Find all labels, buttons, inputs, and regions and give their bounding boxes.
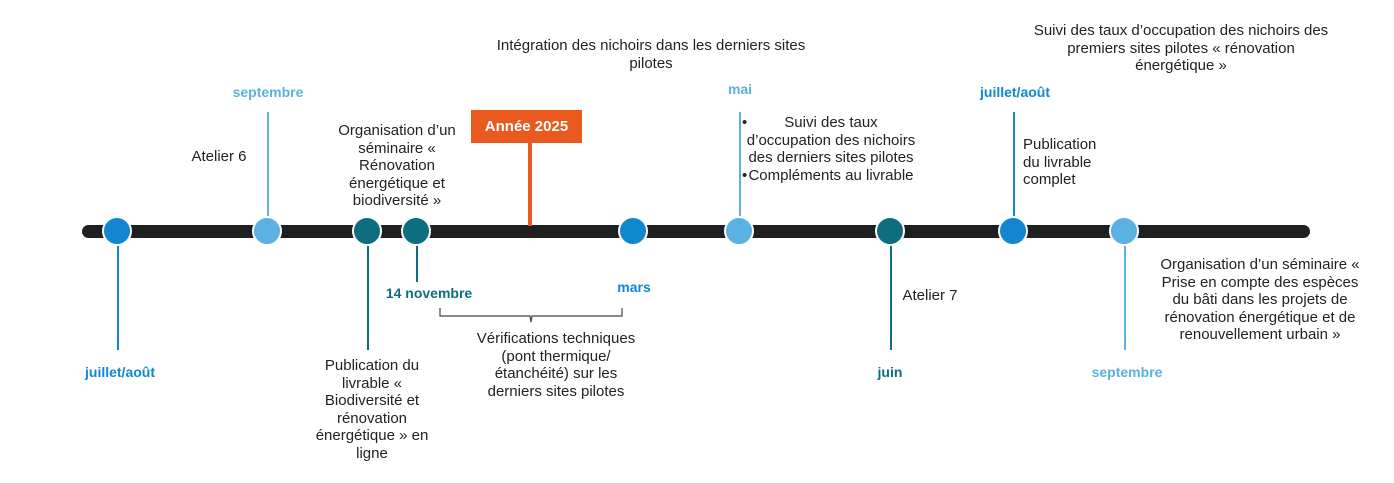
event-verifications: Vérifications techniques (pont thermique… (476, 330, 636, 400)
date-label-14-novembre: 14 novembre (385, 285, 473, 301)
date-label-mars: mars (617, 279, 651, 295)
milestone-dot-mai (724, 216, 754, 246)
milestone-dot-juillet-aout-2 (998, 216, 1028, 246)
connector-mai (739, 112, 741, 217)
date-label-septembre-2: septembre (1091, 364, 1163, 380)
date-label-septembre-1: septembre (232, 84, 304, 100)
connector-septembre-2 (1124, 245, 1126, 350)
event-seminaire-1: Organisation d’un séminaire « Rénovation… (338, 122, 456, 209)
event-seminaire-2: Organisation d’un séminaire « Prise en c… (1160, 256, 1360, 343)
milestone-dot-septembre-2 (1109, 216, 1139, 246)
date-label-juillet-aout-1: juillet/août (85, 364, 155, 380)
year-marker-line (528, 142, 532, 226)
event-suivi-item-2: •Compléments au livrable (742, 166, 914, 184)
date-label-juillet-aout-2: juillet/août (980, 84, 1050, 100)
connector-juillet-aout-2 (1013, 112, 1015, 217)
event-atelier-7: Atelier 7 (902, 287, 958, 304)
connector-14-novembre (416, 245, 418, 282)
milestone-dot-juin (875, 216, 905, 246)
milestone-dot-juillet-aout-1 (102, 216, 132, 246)
milestone-dot-14-novembre (401, 216, 431, 246)
milestone-dot-mars (618, 216, 648, 246)
connector-juin (890, 245, 892, 350)
event-publication-2: Publication du livrable complet (1023, 136, 1097, 188)
connector-septembre-1 (267, 112, 269, 217)
connector-juillet-aout-1 (117, 245, 119, 350)
milestone-dot-seminaire-1 (352, 216, 382, 246)
event-atelier-6: Atelier 6 (191, 148, 247, 165)
year-badge: Année 2025 (471, 110, 582, 143)
date-label-juin: juin (877, 364, 903, 380)
event-integration: Intégration des nichoirs dans les dernie… (496, 37, 806, 72)
event-suivi-list: •Suivi des taux d’occupation des nichoir… (742, 114, 916, 184)
date-label-mai: mai (727, 81, 753, 97)
event-suivi-renovation: Suivi des taux d’occupation des nichoirs… (1033, 22, 1329, 74)
period-bracket (439, 308, 623, 323)
milestone-dot-septembre-1 (252, 216, 282, 246)
connector-seminaire-1 (367, 245, 369, 350)
event-publication-1: Publication du livrable « Biodiversité e… (315, 357, 429, 462)
event-suivi-item-1: •Suivi des taux d’occupation des nichoir… (742, 114, 916, 166)
